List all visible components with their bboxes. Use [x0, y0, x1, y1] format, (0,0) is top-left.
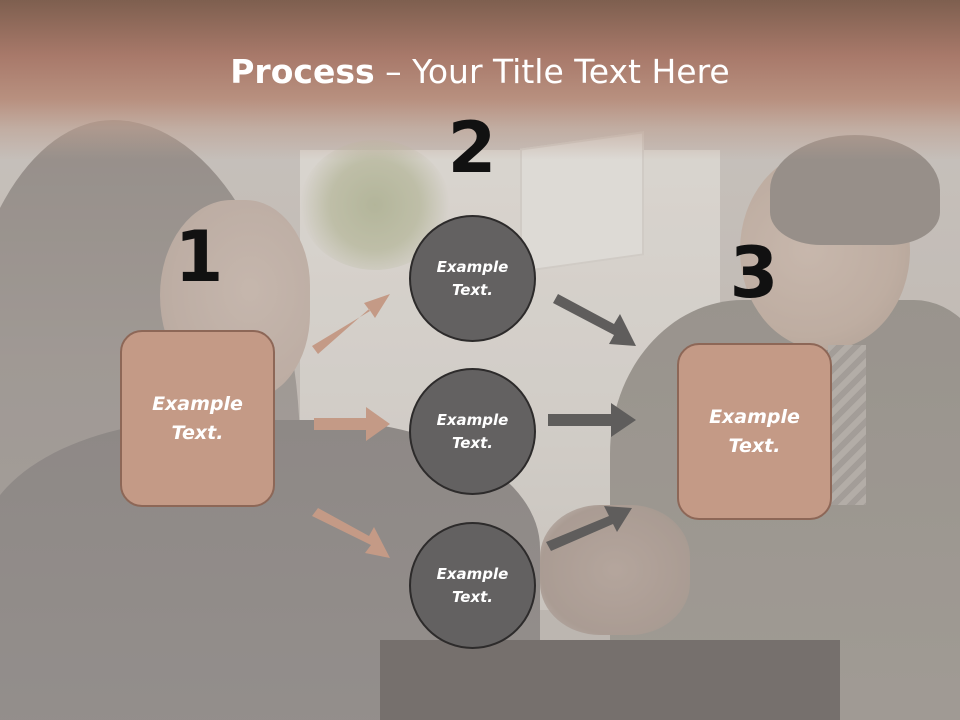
right-arrows	[546, 294, 636, 551]
arrow-right-down	[553, 294, 636, 346]
arrow-right-middle	[548, 403, 636, 437]
step-2-circle-top[interactable]: Example Text.	[409, 215, 536, 342]
title-bold: Process	[230, 52, 375, 91]
desk	[380, 640, 840, 720]
step-2-circle-bottom[interactable]: Example Text.	[409, 522, 536, 649]
slide-title[interactable]: Process – Your Title Text Here	[0, 52, 960, 91]
left-arrows	[312, 294, 390, 558]
step-3-box[interactable]: Example Text.	[677, 343, 832, 520]
arrow-left-middle	[314, 407, 390, 441]
circle-middle-label: Example Text.	[436, 410, 509, 452]
step-number-1: 1	[174, 216, 224, 298]
step-number-2: 2	[447, 107, 497, 189]
step-1-box[interactable]: Example Text.	[120, 330, 275, 507]
step-1-box-label: Example Text.	[152, 392, 243, 444]
title-rest: – Your Title Text Here	[374, 52, 730, 91]
tie	[828, 345, 866, 505]
title-band	[0, 0, 960, 160]
step-2-circle-middle[interactable]: Example Text.	[409, 368, 536, 495]
arrow-left-up	[312, 294, 390, 354]
circle-bottom-label: Example Text.	[436, 564, 509, 606]
circle-top-label: Example Text.	[436, 257, 509, 299]
step-number-3: 3	[729, 232, 779, 314]
arrow-right-up	[546, 506, 632, 551]
arrow-left-down	[312, 508, 390, 558]
step-3-box-label: Example Text.	[709, 405, 800, 457]
